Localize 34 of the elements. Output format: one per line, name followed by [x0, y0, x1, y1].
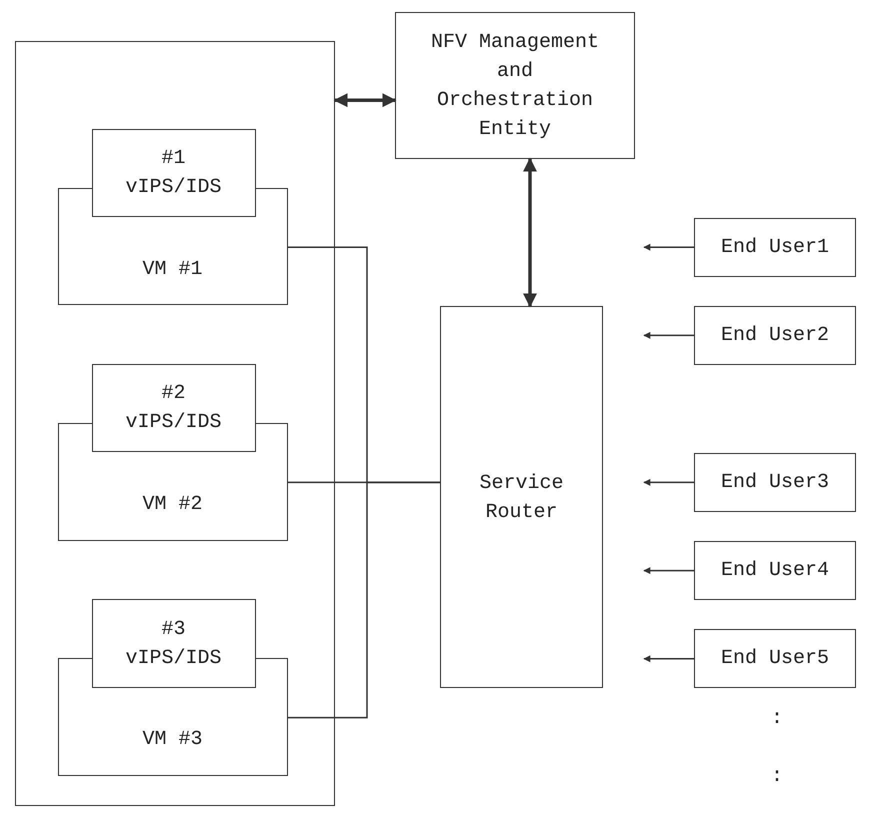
- node-text: NFV Management and Orchestration Entity: [430, 30, 600, 142]
- continuation-mark: :: [771, 706, 784, 732]
- connector-line: [288, 482, 440, 718]
- arrow: [643, 478, 694, 486]
- process-box: [694, 218, 856, 277]
- node-text: End User3: [720, 470, 830, 496]
- container-box: [15, 41, 335, 806]
- arrow: [334, 93, 396, 108]
- process-box: [395, 12, 635, 159]
- node-text: End User1: [720, 234, 830, 261]
- node-text: End User5: [720, 646, 830, 672]
- node-text: Service Router: [478, 470, 564, 526]
- process-box: [92, 129, 256, 218]
- node-text: #2 vIPS/IDS: [124, 381, 222, 436]
- arrow: [523, 158, 537, 308]
- arrow: [643, 567, 694, 574]
- process-box: [694, 541, 856, 600]
- arrow: [643, 332, 694, 339]
- process-box: [440, 306, 603, 688]
- process-box: [92, 599, 256, 688]
- node-text: VM #1: [141, 256, 204, 283]
- process-box: [694, 453, 856, 512]
- arrow: [643, 655, 694, 662]
- process-box: [694, 306, 856, 365]
- continuation-mark: :: [771, 764, 784, 790]
- node-text: VM #3: [141, 727, 204, 754]
- node-text: VM #2: [141, 492, 204, 518]
- arrow: [643, 244, 694, 251]
- node-text: #3 vIPS/IDS: [124, 616, 222, 672]
- node-text: #1 vIPS/IDS: [124, 146, 222, 202]
- process-box: [92, 364, 256, 452]
- node-text: End User2: [720, 322, 830, 349]
- process-box: [694, 629, 856, 688]
- node-text: End User4: [720, 558, 830, 584]
